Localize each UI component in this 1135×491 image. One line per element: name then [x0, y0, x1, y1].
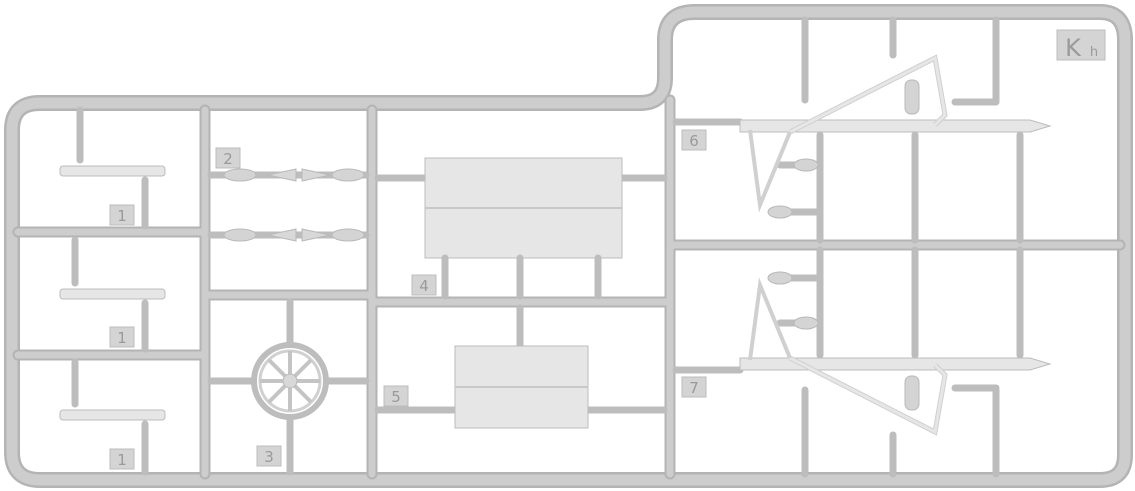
- part-number-tags: 1 1 1 2 3 4 5 6: [109, 129, 707, 470]
- tag-part-1b-label: 1: [117, 329, 127, 347]
- tag-part-1a: 1: [109, 204, 135, 226]
- part-1-plank-top: [59, 106, 166, 230]
- sprue-frame: [4, 4, 1133, 488]
- part-4-board: [374, 157, 668, 300]
- tag-part-1b: 1: [109, 326, 135, 348]
- tag-part-1a-label: 1: [117, 207, 127, 225]
- tag-part-3-label: 3: [264, 448, 274, 466]
- part-5-board: [374, 304, 668, 429]
- sprue-code-letter: K: [1065, 34, 1082, 62]
- tag-part-3: 3: [256, 445, 282, 467]
- tag-part-2-label: 2: [223, 150, 233, 168]
- sprue-code-suffix: h: [1090, 45, 1098, 60]
- tag-part-4-label: 4: [419, 277, 429, 295]
- tag-part-7: 7: [681, 376, 707, 398]
- tag-part-2: 2: [215, 147, 241, 169]
- tag-part-6-label: 6: [689, 132, 699, 150]
- tag-part-6: 6: [681, 129, 707, 151]
- part-7-frame: [672, 246, 1052, 478]
- sprue-runners: [12, 94, 1126, 480]
- tag-part-5: 5: [383, 385, 409, 407]
- tag-part-5-label: 5: [391, 388, 401, 406]
- tag-part-1c: 1: [109, 448, 135, 470]
- part-1-plank-bottom: [59, 358, 166, 476]
- part-3-wheel: [207, 298, 370, 476]
- part-1-plank-middle: [59, 236, 166, 353]
- part-6-frame: [672, 16, 1052, 244]
- tag-part-4: 4: [411, 274, 437, 296]
- tag-part-1c-label: 1: [117, 451, 127, 469]
- part-2-rod-lower: [207, 228, 370, 242]
- sprue-code-tag: K h: [1056, 29, 1106, 62]
- part-2-rod-upper: [207, 168, 370, 182]
- tag-part-7-label: 7: [689, 379, 699, 397]
